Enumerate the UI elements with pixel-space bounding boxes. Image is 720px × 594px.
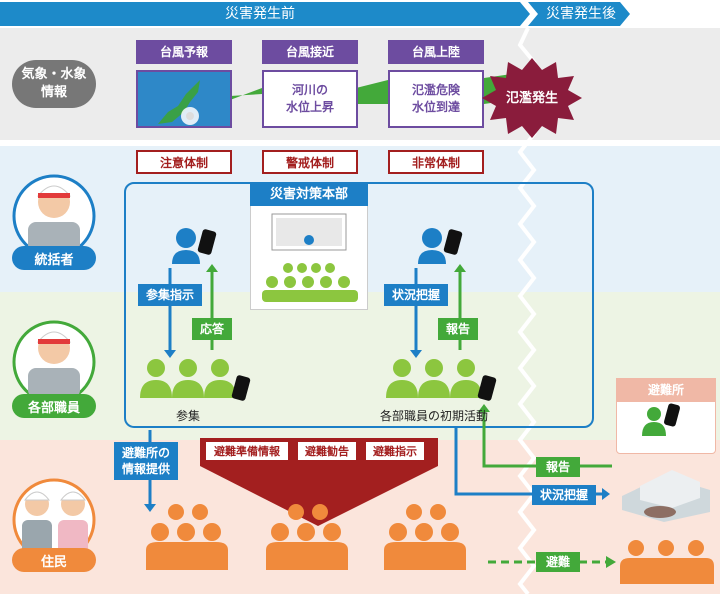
supervisor-row-label: 統括者: [12, 246, 96, 270]
label-situation-grasp: 状況把握: [384, 284, 448, 306]
residents-row-label: 住民: [12, 548, 96, 572]
band-weather: [0, 28, 720, 140]
typhoon-map-image: [136, 70, 232, 128]
stage-tag-forecast: 台風予報: [136, 40, 232, 64]
flood-label: 氾濫発生: [505, 90, 558, 106]
label-response: 応答: [192, 318, 232, 340]
label-initial-activity: 各部職員の初期活動: [380, 409, 489, 423]
weather-row-label: 気象・水象 情報: [12, 60, 96, 108]
typhoon-map-icon: [158, 80, 200, 125]
band-staff: [0, 292, 720, 440]
stage-box-approach: 河川の 水位上昇: [262, 70, 358, 128]
evac-order-advisory: 避難勧告: [296, 440, 358, 462]
label-situation-grasp-shelter: 状況把握: [532, 485, 596, 505]
label-evacuation: 避難: [536, 552, 580, 572]
stage-tag-landfall: 台風上陸: [388, 40, 484, 64]
hq-title: 災害対策本部: [250, 182, 368, 206]
label-convene-instruction: 参集指示: [138, 284, 202, 306]
header-after-label: 災害発生後: [546, 6, 616, 22]
header-before-label: 災害発生前: [225, 6, 295, 22]
shelter-title: 避難所: [616, 378, 716, 402]
evac-order-instruction: 避難指示: [364, 440, 426, 462]
alert-level-caution: 注意体制: [136, 150, 232, 174]
evac-order-prepare: 避難準備情報: [204, 440, 290, 462]
stage-tag-approach: 台風接近: [262, 40, 358, 64]
stage-box-landfall: 氾濫危険 水位到達: [388, 70, 484, 128]
staff-row-label: 各部職員: [12, 394, 96, 418]
label-shelter-info: 避難所の 情報提供: [114, 442, 178, 480]
header-arrows: [0, 2, 630, 26]
label-report-shelter: 報告: [536, 457, 580, 477]
alert-level-warning: 警戒体制: [262, 150, 358, 174]
alert-level-emergency: 非常体制: [388, 150, 484, 174]
label-report: 報告: [438, 318, 478, 340]
label-convene: 参集: [176, 409, 201, 423]
